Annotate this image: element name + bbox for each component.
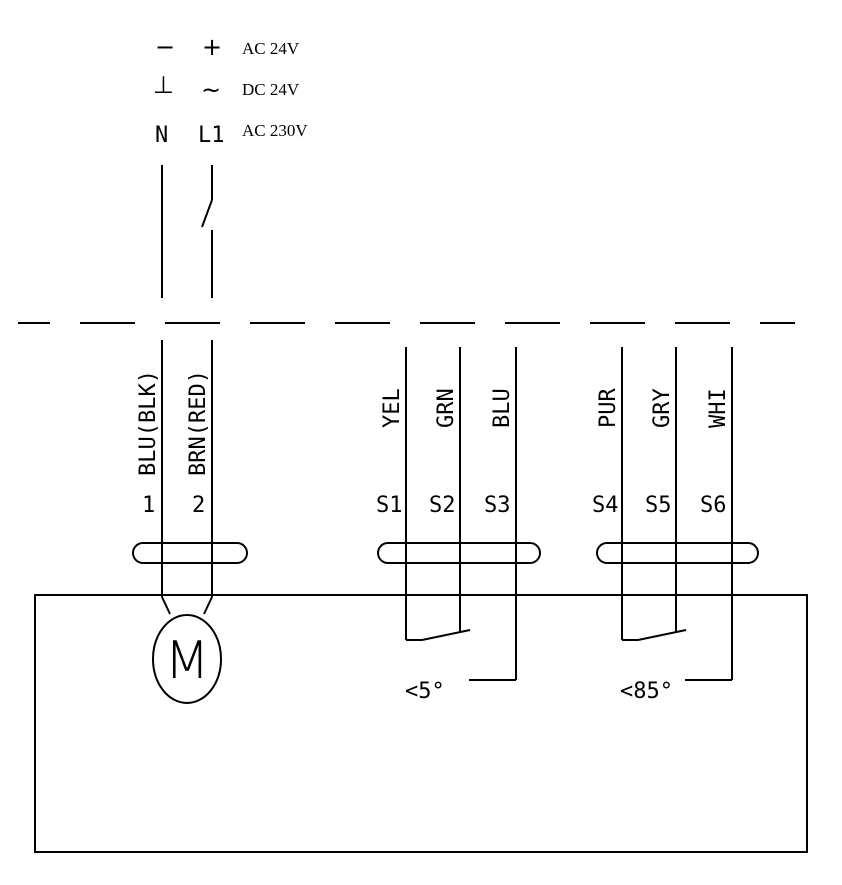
line-switch [201, 199, 213, 228]
ground-symbol: ⊥ [153, 71, 174, 99]
wire-s6-color: WHI [706, 388, 731, 428]
tilde-symbol: ~ [201, 76, 221, 104]
terminal-s2: S2 [429, 493, 456, 518]
motor-lead-left [161, 596, 171, 615]
terminal-1: 1 [142, 493, 155, 518]
motor-label: M [165, 631, 210, 691]
plus-symbol: + [202, 33, 222, 61]
cable-sleeve-motor [132, 542, 248, 564]
supply-ac24: AC 24V [242, 39, 300, 58]
terminal-s4: S4 [592, 493, 619, 518]
supply-ac230: AC 230V [242, 121, 308, 140]
neutral-label: N [155, 123, 168, 148]
supply-dc24: DC 24V [242, 80, 300, 99]
terminal-s5: S5 [645, 493, 672, 518]
switch-2-label: <85° [620, 679, 673, 704]
switch-1-contact [421, 629, 471, 641]
cable-sleeve-s4-s6 [596, 542, 759, 564]
supply-legend: − + AC 24V ⊥ ~ DC 24V N L1 AC 230V [153, 33, 308, 148]
terminal-2: 2 [192, 493, 205, 518]
wire-s5-color: GRY [650, 388, 675, 428]
terminal-s1: S1 [376, 493, 403, 518]
motor-symbol [152, 614, 222, 704]
motor-lead-right [203, 596, 213, 615]
wire-s4-color: PUR [596, 388, 621, 428]
wire-s3-color: BLU [490, 388, 515, 428]
actuator-housing [34, 594, 808, 853]
wire-1-color: BLU(BLK) [136, 370, 161, 476]
terminal-s6: S6 [700, 493, 727, 518]
line-label: L1 [198, 123, 225, 148]
switch-1-label: <5° [405, 679, 445, 704]
wire-2-color: BRN(RED) [186, 370, 211, 476]
wire-s1-color: YEL [380, 388, 405, 428]
wire-s2-color: GRN [434, 388, 459, 428]
minus-symbol: − [155, 33, 175, 61]
switch-2-contact [637, 629, 687, 641]
terminal-s3: S3 [484, 493, 511, 518]
